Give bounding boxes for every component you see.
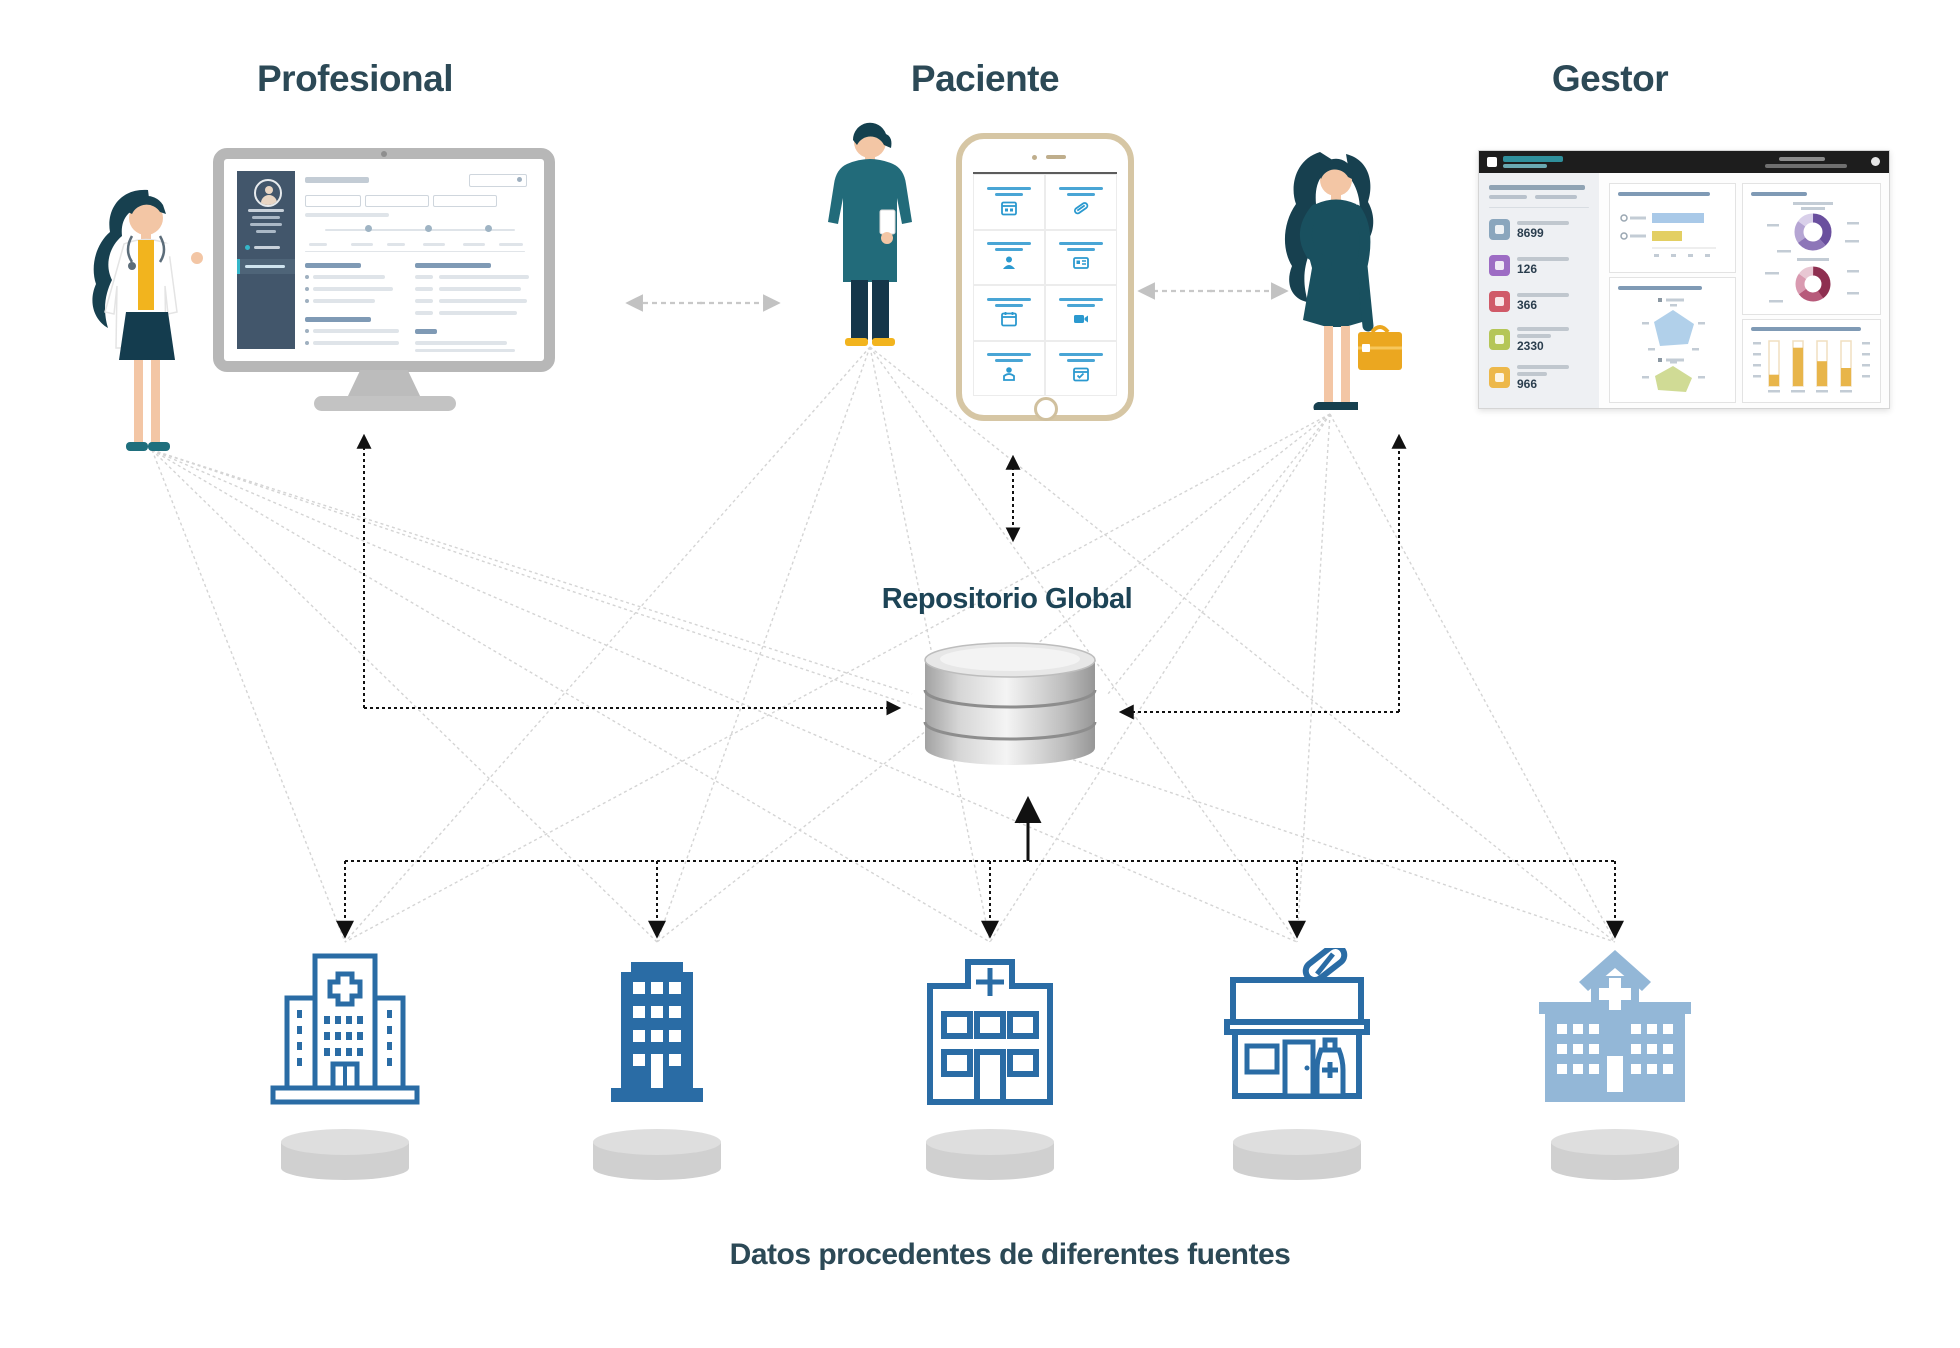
app-tile xyxy=(1045,229,1117,285)
source-office-building xyxy=(577,948,737,1188)
data-disk xyxy=(593,1129,721,1180)
calendar-icon xyxy=(1001,311,1017,327)
doctor-illustration xyxy=(92,189,203,451)
source-pharmacy xyxy=(1217,948,1377,1188)
donut-charts-panel xyxy=(1742,183,1881,315)
app-tile xyxy=(973,229,1045,285)
hospital-icon xyxy=(270,953,420,1105)
office-building-icon xyxy=(611,962,703,1102)
app-tile xyxy=(1045,340,1117,396)
dashboard-main xyxy=(1599,173,1889,408)
sources-caption: Datos procedentes de diferentes fuentes xyxy=(729,1238,1291,1271)
health-center-icon xyxy=(1539,950,1691,1102)
kpi-yellow: 966 xyxy=(1489,365,1569,390)
source-health-clinic xyxy=(910,948,1070,1188)
phone-home-button xyxy=(1034,397,1058,421)
data-disk xyxy=(281,1129,409,1180)
person-icon xyxy=(1003,256,1015,270)
patient-illustration xyxy=(828,122,912,346)
pill-icon xyxy=(1074,201,1089,215)
id-card-icon xyxy=(1073,257,1089,270)
data-disk xyxy=(1551,1129,1679,1180)
patient-phone xyxy=(956,133,1134,421)
repository-label: Repositorio Global xyxy=(881,583,1133,615)
clinic-icon xyxy=(927,959,1053,1105)
manager-title: Gestor xyxy=(1551,58,1669,99)
manager-dashboard: 8699 126 366 2330 966 xyxy=(1478,150,1890,409)
avatar xyxy=(254,179,282,207)
manager-illustration xyxy=(1284,152,1402,410)
vbar-chart-panel xyxy=(1742,319,1881,403)
app-tile xyxy=(973,174,1045,230)
repository-database-icon xyxy=(923,642,1097,765)
patient-bust-icon xyxy=(1003,367,1015,382)
phone-speaker-icon xyxy=(1046,155,1066,159)
source-health-center xyxy=(1535,948,1695,1188)
webcam-dot-icon xyxy=(381,151,387,157)
pharmacy-icon xyxy=(1224,948,1370,1099)
kpi-red: 366 xyxy=(1489,291,1569,312)
professional-repository-connector xyxy=(356,433,902,716)
phone-camera-icon xyxy=(1032,155,1037,160)
calendar-check-icon xyxy=(1073,367,1089,382)
data-disk xyxy=(926,1129,1054,1180)
dashboard-header xyxy=(1479,151,1889,173)
monitor-base xyxy=(314,396,456,411)
app-tile xyxy=(973,285,1045,341)
calendar-report-icon xyxy=(1001,201,1017,216)
sources-bus xyxy=(336,860,1624,939)
kpi-green: 2330 xyxy=(1489,327,1569,352)
kpi-patients: 8699 xyxy=(1489,219,1569,240)
professional-title: Profesional xyxy=(257,58,454,99)
dashboard-sidebar: 8699 126 366 2330 966 xyxy=(1479,173,1599,408)
professional-ehr-screen xyxy=(229,163,539,357)
dashboard-logo-icon xyxy=(1487,157,1497,167)
source-hospital xyxy=(265,948,425,1188)
radar-charts-panel xyxy=(1609,277,1736,403)
monitor-stand xyxy=(347,370,421,398)
video-camera-icon xyxy=(1074,314,1088,323)
data-disk xyxy=(1233,1129,1361,1180)
patient-title: Paciente xyxy=(910,58,1060,99)
app-tile xyxy=(1045,174,1117,230)
kpi-purple: 126 xyxy=(1489,255,1569,276)
app-tile xyxy=(973,340,1045,396)
mesh-lines xyxy=(151,346,1616,943)
manager-repository-connector xyxy=(1118,433,1407,720)
patient-app-screen xyxy=(973,172,1117,396)
settings-gear-icon xyxy=(1871,157,1880,166)
app-tile xyxy=(1045,285,1117,341)
ehr-sidebar xyxy=(237,171,295,349)
hbar-chart-panel xyxy=(1609,183,1736,273)
